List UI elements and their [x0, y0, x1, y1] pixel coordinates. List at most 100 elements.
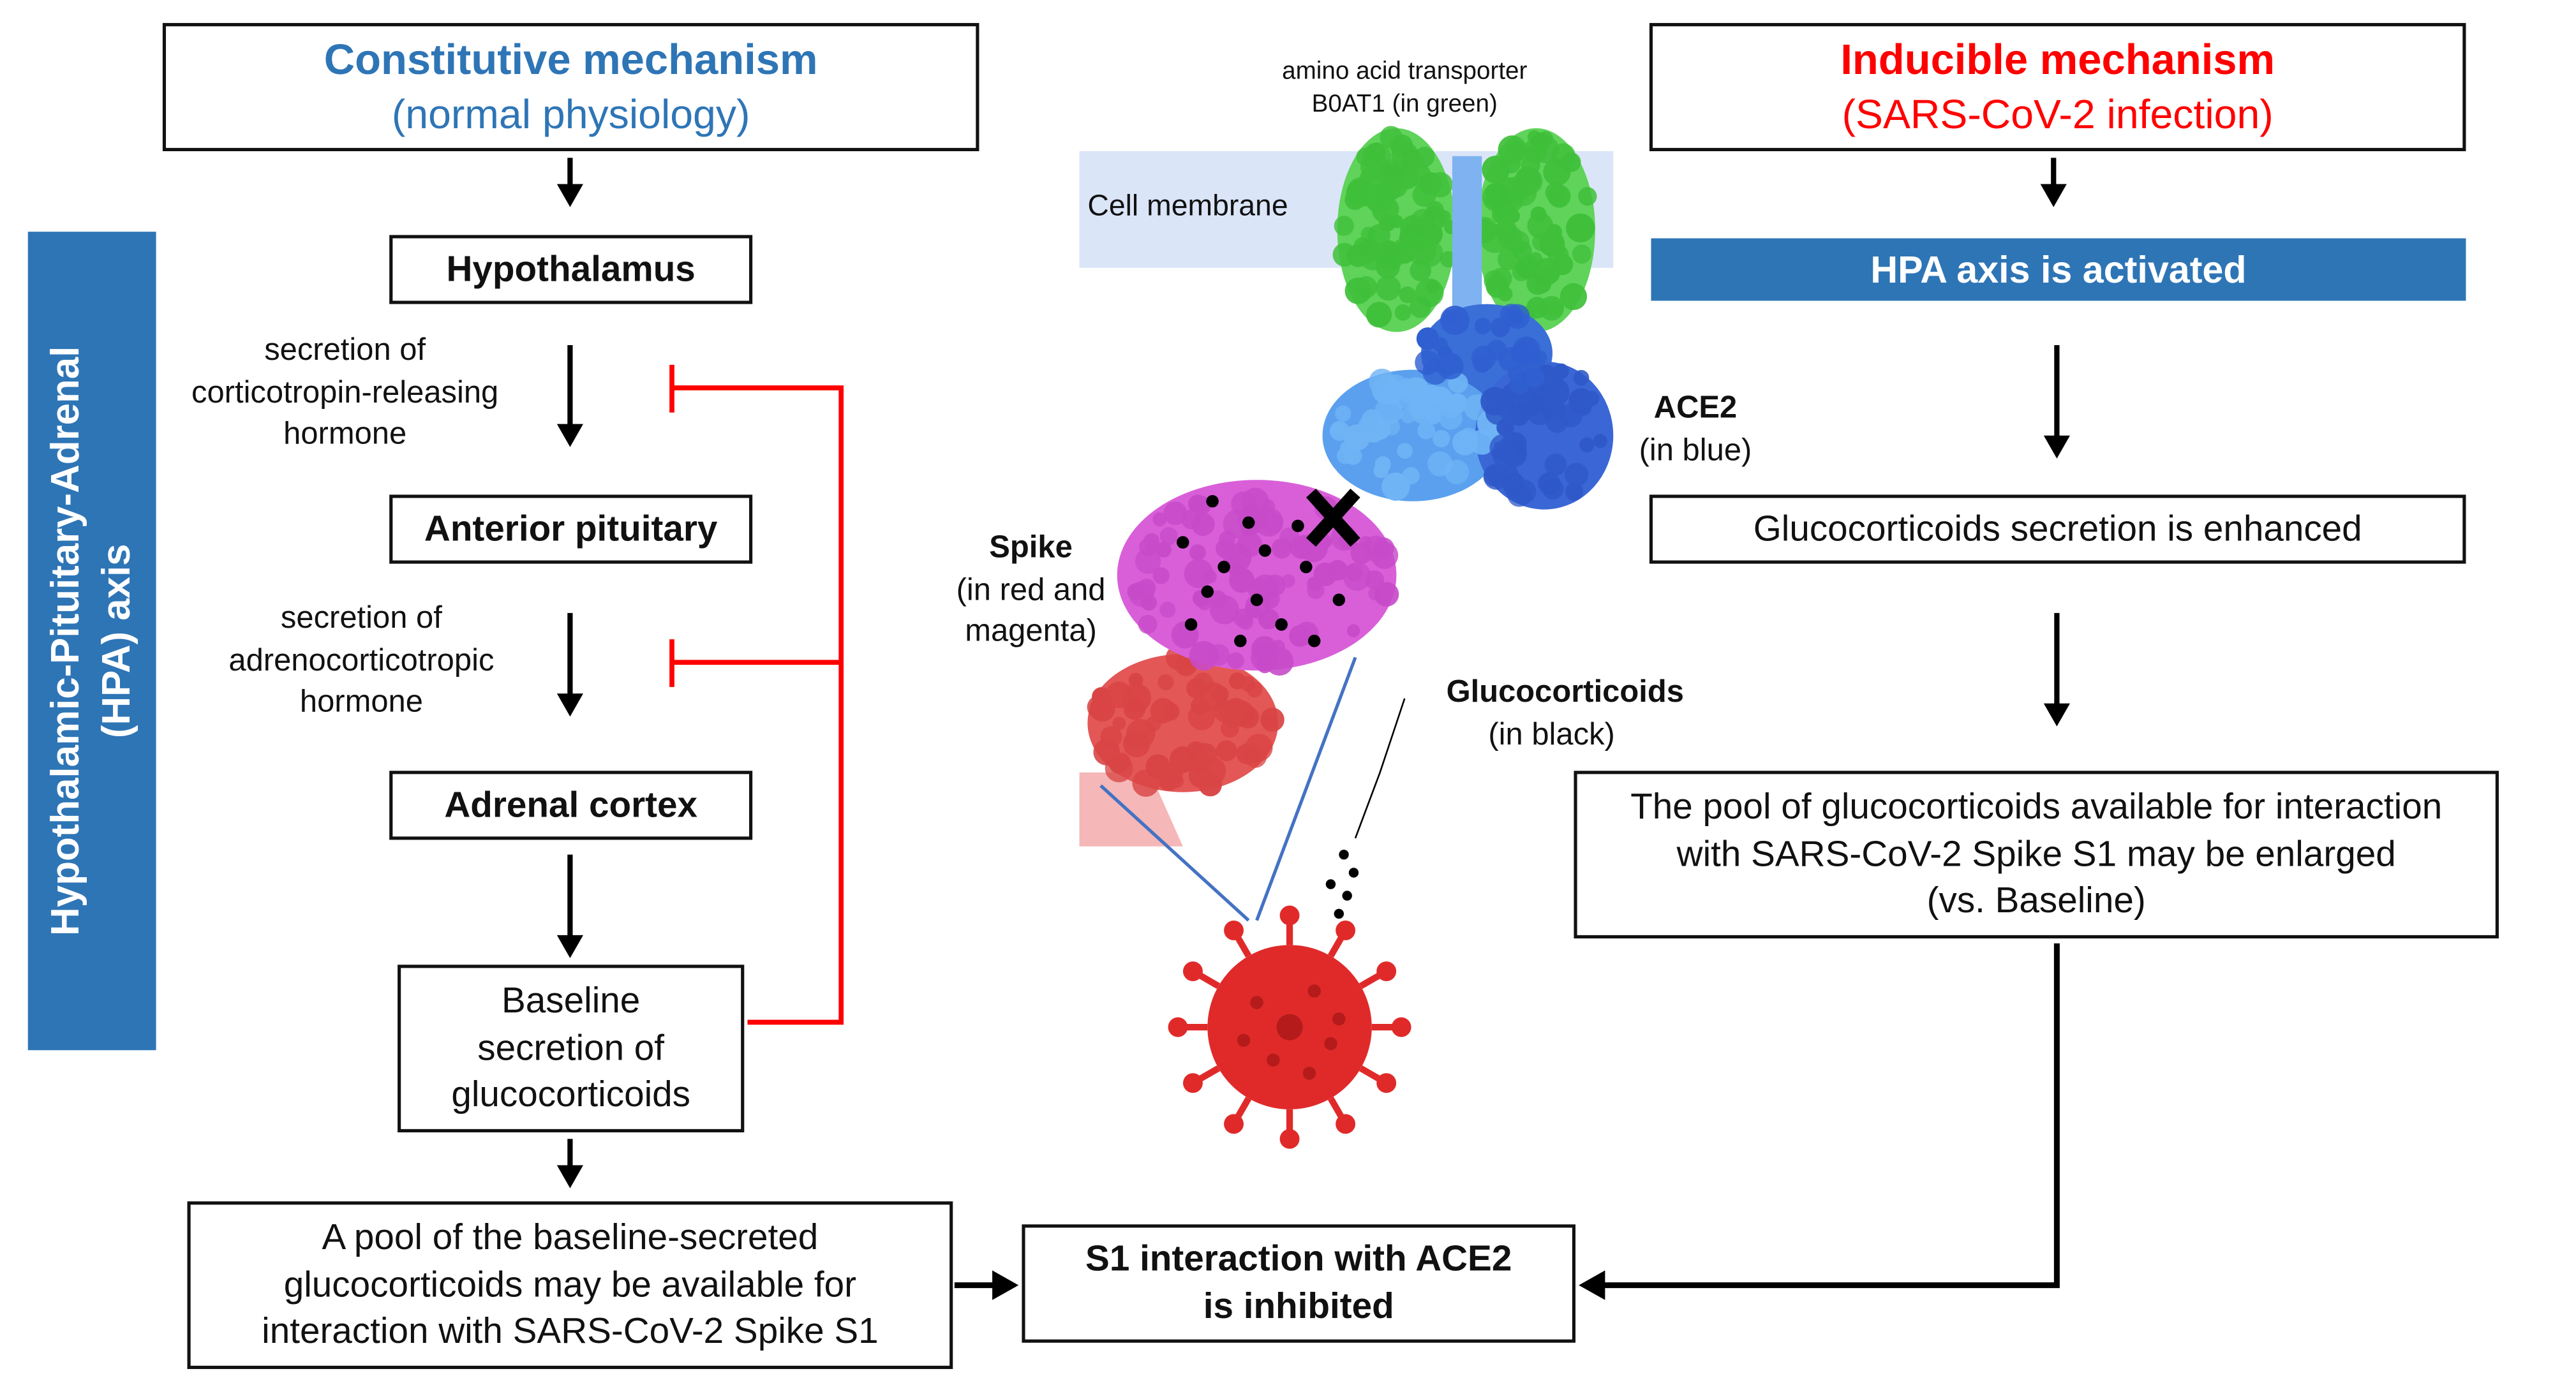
spike-title: Spike	[989, 531, 1073, 566]
crh-line2: corticotropin-releasing	[191, 376, 499, 411]
ace2-right-atom	[1538, 472, 1561, 495]
spike-sub2: magenta)	[965, 615, 1097, 650]
hpa-axis-bar: Hypothalamic-Pituitary-Adrenal (HPA) axi…	[27, 232, 156, 1051]
spike-s1-atom	[1271, 538, 1292, 559]
baseline-pool-box: A pool of the baseline-secreted glucocor…	[187, 1201, 953, 1369]
b0at1-right-atom	[1515, 255, 1540, 279]
ace2-stalk-atom	[1490, 317, 1510, 337]
arrow-inducible-to-activated-head	[2040, 184, 2067, 207]
arrow-adrenal-to-baseline	[556, 854, 583, 958]
hypothalamus-label: Hypothalamus	[446, 248, 696, 289]
spike-s1-atom	[1327, 559, 1348, 581]
glucocorticoid-dot-free	[1339, 849, 1349, 860]
b0at1-left-atom	[1380, 126, 1403, 149]
ace2-right-atom	[1553, 363, 1569, 380]
spike-s1-atom	[1365, 570, 1385, 589]
baseline-line1: Baseline	[502, 979, 641, 1021]
negative-feedback	[669, 364, 844, 1025]
ace2-right-atom	[1493, 443, 1519, 470]
arrow-enlarged-head	[1579, 1270, 1605, 1300]
feedback-line-to-crh	[672, 385, 844, 1025]
glucocorticoid-dot	[1300, 560, 1313, 574]
b0at1-right-atom	[1482, 155, 1510, 184]
adrenal-cortex-box: Adrenal cortex	[389, 771, 753, 840]
spike-s2-atom	[1193, 743, 1217, 767]
arrow-enhanced-to-enlarged	[2043, 612, 2070, 727]
b0at1-left-atom	[1415, 278, 1444, 307]
virion-surface-mark	[1237, 1033, 1251, 1048]
ace2-stalk-atom	[1442, 309, 1458, 325]
ace2-right-atom	[1593, 434, 1607, 448]
spike-s2-atom	[1216, 740, 1237, 762]
ace2-left-atom	[1336, 447, 1354, 464]
ace2-right-atom	[1573, 369, 1590, 386]
cell-membrane-label: Cell membrane	[1087, 189, 1288, 222]
glucocorticoids-title: Glucocorticoids	[1446, 675, 1684, 710]
spike-s1-atom	[1129, 581, 1154, 607]
b0at1-left-atom	[1364, 183, 1394, 213]
ace2-stalk-atom	[1510, 374, 1530, 395]
b0at1-left-atom	[1334, 216, 1354, 236]
glucocorticoid-dot	[1250, 593, 1263, 607]
virion-surface-mark	[1302, 1066, 1316, 1080]
spike-s2-atom	[1089, 696, 1115, 722]
arrow-baseline-to-pool	[556, 1139, 583, 1188]
glucocorticoid-dot	[1206, 494, 1219, 508]
ace2-right-atom	[1483, 463, 1510, 490]
spike-s2-atom	[1198, 773, 1222, 797]
arrow-enhanced-to-enlarged-head	[2043, 703, 2070, 727]
arrow-header-to-hypothalamus	[556, 158, 583, 207]
ace2-left-atom	[1418, 390, 1434, 407]
enlarged-pool-box: The pool of glucocorticoids available fo…	[1574, 771, 2499, 939]
spike-s1-atom	[1345, 563, 1363, 582]
ace2-stalk-atom	[1526, 369, 1545, 388]
ace2-right-atom	[1507, 483, 1531, 507]
b0at1-right-atom	[1578, 187, 1597, 206]
b0at1-right-atom	[1551, 242, 1565, 257]
b0at1-right-atom	[1572, 244, 1591, 264]
enlarged-line2: with SARS-CoV-2 Spike S1 may be enlarged	[1676, 833, 2396, 874]
spike-sub1: (in red and	[956, 573, 1106, 608]
spike-s1-atom	[1371, 542, 1399, 569]
ace2-stalk-atom	[1416, 327, 1440, 350]
arrow-activated-to-enhanced-head	[2043, 435, 2070, 459]
spike-s1-atom	[1159, 527, 1178, 545]
b0at1-right-atom	[1531, 136, 1560, 163]
glucocorticoids-subtitle: (in black)	[1488, 717, 1615, 752]
pool-line3: interaction with SARS-CoV-2 Spike S1	[262, 1310, 879, 1352]
b0at1-right-atom	[1502, 204, 1519, 221]
spike-s1-atom	[1271, 639, 1285, 654]
spike-s1-atom	[1238, 614, 1254, 630]
spike-s1-atom	[1228, 563, 1242, 577]
b0at1-right-atom	[1533, 258, 1561, 286]
spike-s2-atom	[1199, 682, 1228, 711]
ace2-stalk-atom	[1473, 354, 1491, 373]
hpa-activated-banner: HPA axis is activated	[1651, 238, 2466, 301]
spike-s2-atom	[1126, 719, 1156, 748]
inducible-header: Inducible mechanism (SARS-CoV-2 infectio…	[1649, 23, 2466, 152]
spike-s1-atom	[1346, 624, 1360, 638]
arrow-crh-head	[556, 424, 583, 447]
virion-spike-head	[1168, 1017, 1188, 1037]
transporter-line2: B0AT1 (in green)	[1311, 91, 1498, 119]
spike-s1-atom	[1307, 576, 1322, 591]
b0at1-left-atom	[1394, 304, 1411, 321]
virion-surface-mark	[1250, 996, 1263, 1009]
ace2-stalk-atom	[1505, 304, 1530, 329]
ace2-left-atom	[1433, 429, 1450, 448]
arrow-inducible-to-activated	[2040, 158, 2067, 207]
b0at1-left-atom	[1353, 237, 1371, 255]
constitutive-subtitle: (normal physiology)	[391, 91, 750, 138]
glucocorticoid-dot	[1234, 634, 1247, 648]
ace2-left-atom	[1459, 427, 1478, 447]
ace2-title: ACE2	[1653, 391, 1738, 426]
crh-line1: secretion of	[264, 333, 426, 369]
spike-s1-atom	[1135, 548, 1161, 574]
spike-s2-atom	[1224, 710, 1243, 729]
spike-s2-atom	[1158, 674, 1174, 691]
pool-line2: glucocorticoids may be available for	[283, 1263, 857, 1305]
